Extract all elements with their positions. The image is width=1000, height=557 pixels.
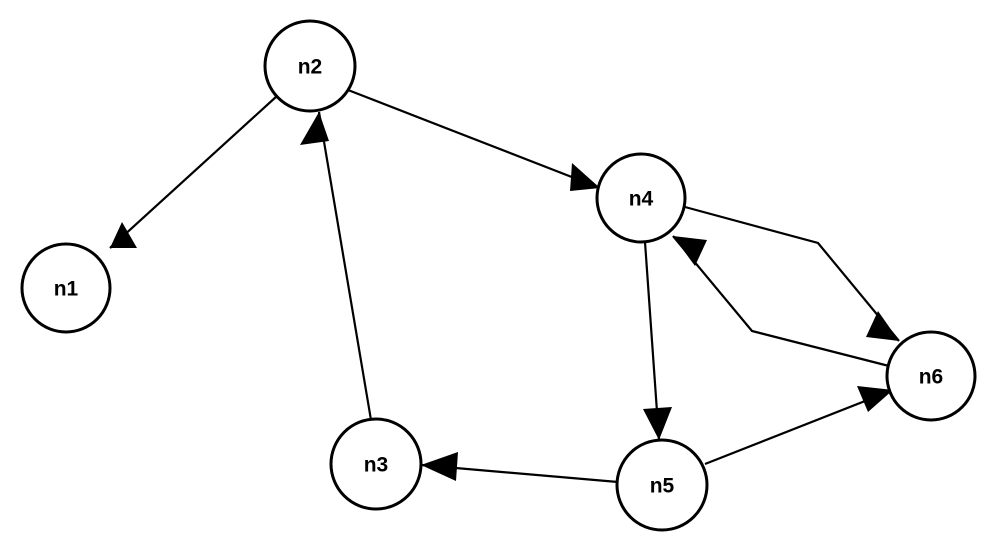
node-n4[interactable]: n4 xyxy=(595,152,687,244)
edge-n2-to-n4[interactable] xyxy=(347,88,601,191)
edge-line xyxy=(109,95,278,249)
node-circle[interactable] xyxy=(20,242,112,334)
node-label: n2 xyxy=(298,56,323,79)
node-n5[interactable]: n5 xyxy=(615,438,709,532)
arrowhead-icon xyxy=(643,407,672,440)
arrowhead-icon xyxy=(570,163,600,191)
node-n6[interactable]: n6 xyxy=(885,330,977,422)
edge-line xyxy=(704,388,894,466)
node-label: n6 xyxy=(919,366,944,389)
arrowhead-icon xyxy=(673,236,707,266)
node-n2[interactable]: n2 xyxy=(263,19,357,113)
node-circle[interactable] xyxy=(595,152,687,244)
edge-n6-to-n4[interactable] xyxy=(672,235,890,368)
edge-line xyxy=(317,111,373,421)
edge-n2-to-n1[interactable] xyxy=(109,95,278,249)
edge-line xyxy=(672,235,890,368)
node-circle[interactable] xyxy=(615,438,709,532)
node-circle[interactable] xyxy=(329,417,423,511)
arrowhead-icon xyxy=(421,452,458,481)
edge-line xyxy=(347,88,601,190)
arrowhead-icon xyxy=(110,222,137,248)
node-circle[interactable] xyxy=(885,330,977,422)
node-n3[interactable]: n3 xyxy=(329,417,423,511)
node-label: n3 xyxy=(364,454,389,477)
edge-n5-to-n6[interactable] xyxy=(704,386,894,466)
edge-n5-to-n3[interactable] xyxy=(420,452,619,484)
edge-n4-to-n6[interactable] xyxy=(684,205,900,342)
edge-n3-to-n2[interactable] xyxy=(300,111,373,421)
node-n1[interactable]: n1 xyxy=(20,242,112,334)
node-label: n1 xyxy=(54,278,79,301)
arrowhead-icon xyxy=(866,311,899,341)
arrowhead-icon xyxy=(300,112,329,145)
arrowhead-icon xyxy=(857,386,893,412)
edge-line xyxy=(684,205,900,342)
edges-layer xyxy=(109,88,900,484)
node-label: n4 xyxy=(629,188,654,211)
edge-n4-to-n5[interactable] xyxy=(643,241,672,441)
nodes-layer: n1 n2 n3 n4 n5 n6 xyxy=(20,19,977,532)
edge-line xyxy=(643,241,661,441)
node-label: n5 xyxy=(650,475,675,498)
node-circle[interactable] xyxy=(263,19,357,113)
